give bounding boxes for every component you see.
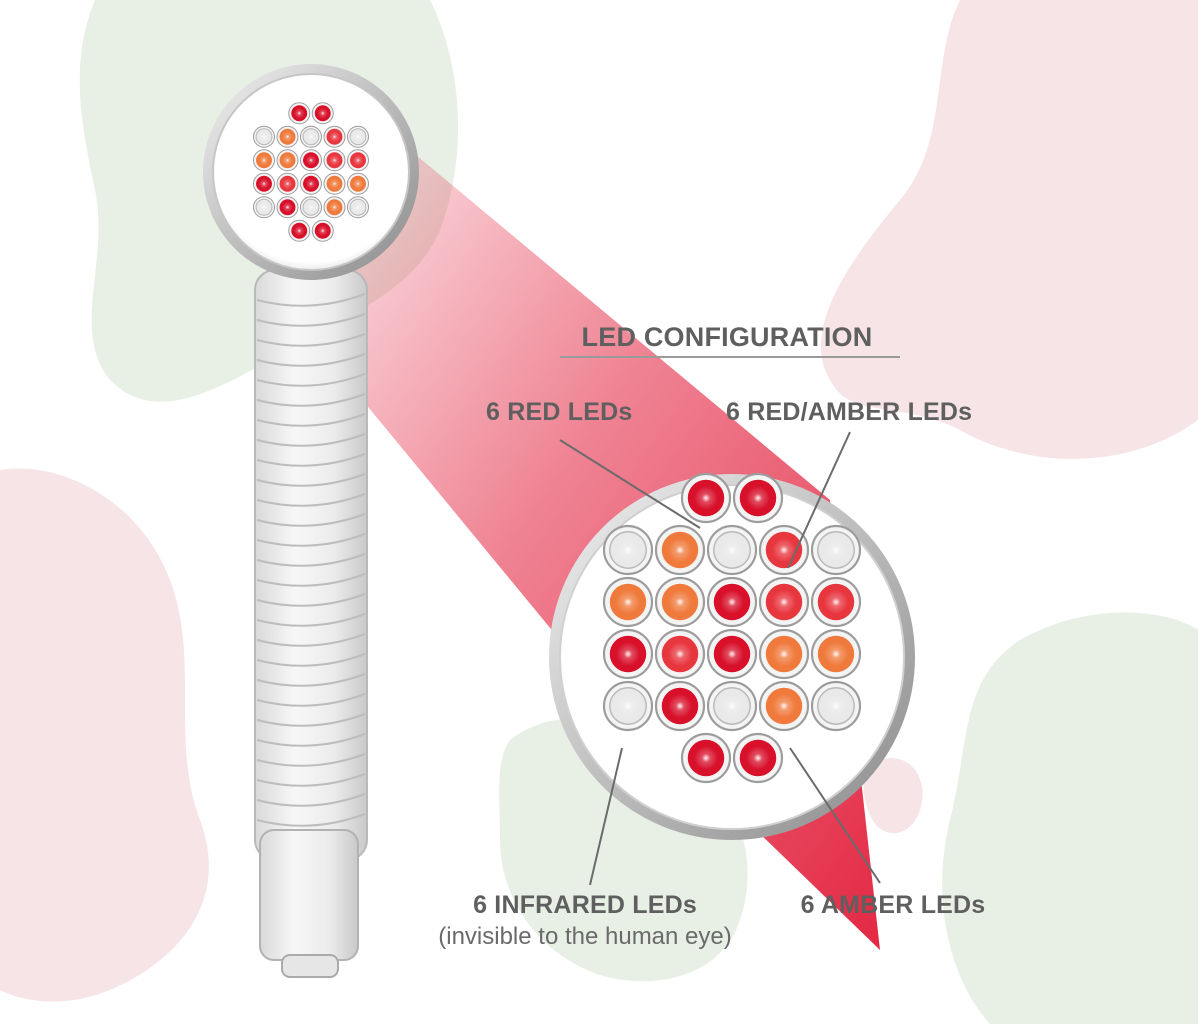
handle-rib [256, 613, 366, 627]
callout-line-amber [789, 747, 881, 884]
zoom-led-infrared [810, 524, 862, 576]
handle-rib [256, 753, 366, 767]
zoom-led-red [654, 680, 706, 732]
handle-rib [256, 573, 366, 587]
handle-rib [256, 333, 366, 347]
zoom-led-red [706, 628, 758, 680]
handle-rib [256, 713, 366, 727]
device-led-amber [276, 125, 299, 148]
handle-rib [256, 413, 366, 427]
device-led-red [288, 102, 311, 125]
label-red-leds: 6 RED LEDs [486, 398, 632, 426]
handle-rib [256, 453, 366, 467]
callout-lines [559, 431, 881, 886]
handle-rib [256, 593, 366, 607]
pink-blob-left [0, 468, 209, 1002]
device-handle [254, 269, 368, 978]
handle-rib [256, 493, 366, 507]
device-led-red [311, 219, 334, 242]
zoom-led-red [602, 628, 654, 680]
zoom-led-red [732, 732, 784, 784]
device-led-infrared [347, 196, 369, 219]
heading-led-configuration: LED CONFIGURATION [582, 322, 873, 352]
zoom-led-infrared [706, 680, 758, 732]
label-infrared-leds: 6 INFRARED LEDs [473, 891, 697, 919]
handle-rib [256, 673, 366, 687]
device-led-red [311, 102, 334, 125]
callout-line-red [559, 439, 701, 529]
handle-rib [256, 393, 366, 407]
label-amber-leds: 6 AMBER LEDs [801, 891, 986, 919]
handle-rib [256, 313, 366, 327]
handle-rib [256, 353, 366, 367]
pink-blob-top-right [820, 0, 1198, 459]
handle-rib [256, 773, 366, 787]
device-led-amber [253, 149, 275, 172]
device-led-amber [323, 172, 346, 195]
zoom-led-amber [654, 576, 706, 628]
handle-rib [256, 793, 366, 807]
device-led-amber [347, 172, 369, 195]
pink-blob-small [863, 758, 923, 834]
device-led-infrared [253, 125, 275, 148]
zoom-led-red-amber [654, 628, 706, 680]
zoom-led-array [549, 472, 915, 840]
zoom-led-amber [602, 576, 654, 628]
zoom-led-amber [810, 628, 862, 680]
device-led-infrared [347, 125, 369, 148]
zoom-led-red [680, 732, 732, 784]
handle-rib [256, 633, 366, 647]
zoom-led-red [732, 472, 784, 524]
device-led-red-amber [347, 149, 369, 172]
device-led-infrared [253, 196, 275, 219]
device-led-red [276, 196, 299, 219]
callout-line-infrared [589, 747, 623, 886]
device-led-red [300, 149, 322, 172]
handle-rib [256, 373, 366, 387]
device-led-red-amber [323, 125, 346, 148]
zoom-led-red [680, 472, 732, 524]
device-led-infrared [300, 125, 322, 148]
zoom-led-red-amber [758, 524, 810, 576]
handle-rib [256, 693, 366, 707]
handle-rib [256, 293, 366, 307]
device-led-array [253, 102, 369, 242]
device-led-red-amber [276, 172, 299, 195]
green-blob-bottom-right [942, 612, 1198, 1024]
device-led-red [253, 172, 275, 195]
zoom-led-red [706, 576, 758, 628]
handle-rib [256, 813, 366, 827]
handle-rib [256, 513, 366, 527]
zoom-led-red-amber [810, 576, 862, 628]
handle-rib [256, 733, 366, 747]
device-led-red [288, 219, 311, 242]
zoom-led-infrared [602, 524, 654, 576]
zoom-led-infrared [810, 680, 862, 732]
zoom-led-infrared [706, 524, 758, 576]
callout-line-red-amber [787, 431, 851, 569]
device-head [203, 64, 419, 280]
zoom-led-red-amber [758, 576, 810, 628]
handle-rib [256, 553, 366, 567]
handle-rib [256, 473, 366, 487]
zoom-led-infrared [602, 680, 654, 732]
device-led-amber [276, 149, 299, 172]
handle-rib [256, 533, 366, 547]
handle-rib [256, 653, 366, 667]
zoom-led-amber [654, 524, 706, 576]
device-led-amber [323, 196, 346, 219]
device-led-red-amber [323, 149, 346, 172]
label-red-amber-leds: 6 RED/AMBER LEDs [726, 398, 972, 426]
device-led-red [300, 172, 322, 195]
handle-rib [256, 433, 366, 447]
label-infrared-note: (invisible to the human eye) [438, 923, 731, 950]
device-led-infrared [300, 196, 322, 219]
zoom-led-amber [758, 680, 810, 732]
zoom-led-amber [758, 628, 810, 680]
